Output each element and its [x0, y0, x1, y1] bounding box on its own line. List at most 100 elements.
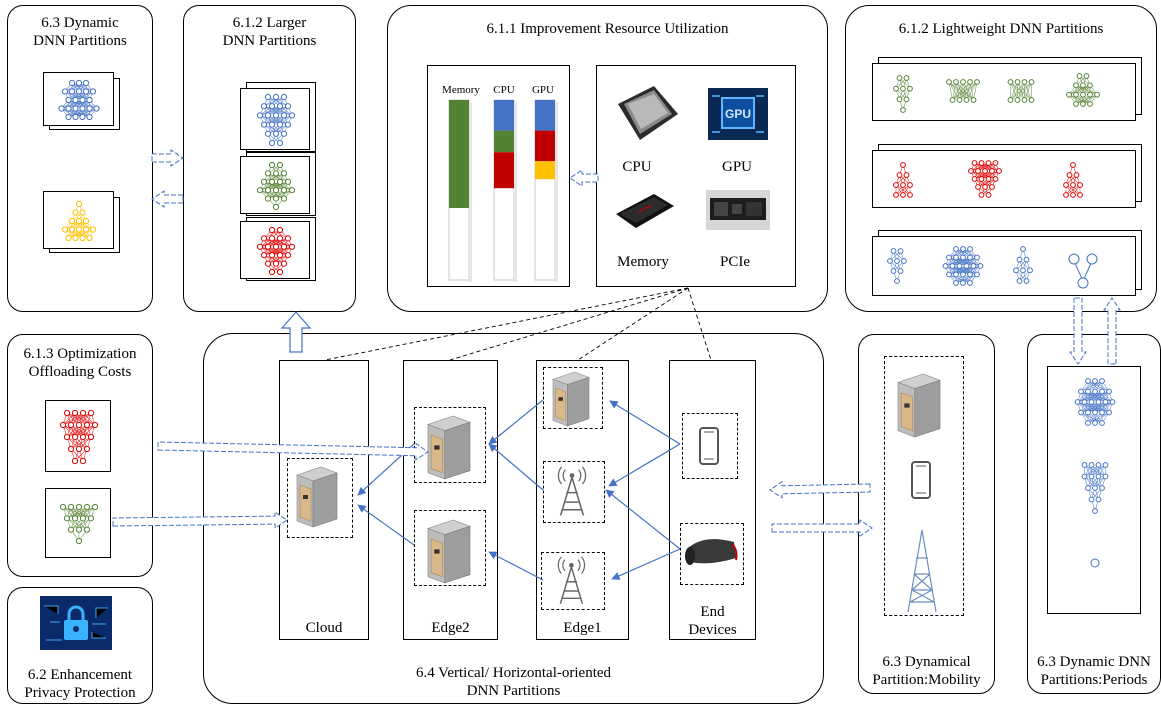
bar-segment: [494, 130, 514, 153]
red-network-icon: [893, 160, 1083, 198]
dashed-link: [687, 287, 712, 361]
dashed-link: [577, 287, 689, 361]
hardware-label-cpu: CPU: [622, 159, 652, 175]
blue-network-icon: [887, 246, 1098, 289]
neural-network-icon: [1074, 378, 1116, 426]
bar-segment: [535, 130, 555, 162]
mobility-devices-box: [884, 356, 964, 616]
lightweight-row-green: [872, 63, 1136, 121]
neural-network-icon: [1068, 253, 1098, 289]
periods-frame: [1047, 366, 1141, 614]
flow-arrow: [609, 400, 681, 445]
neural-network-icon: [256, 161, 296, 211]
edge1-server-box: [543, 367, 603, 429]
edge1-tower-box-mid: [543, 461, 605, 523]
hollow-arrow-right: [151, 149, 184, 167]
neural-network-icon: [893, 75, 913, 113]
bar-label-gpu: GPU: [531, 84, 554, 96]
neural-network-icon: [256, 226, 296, 276]
bar-label-cpu: CPU: [493, 84, 515, 96]
hollow-arrow-hardware: [569, 169, 599, 187]
edge2-server-icon: [427, 415, 471, 480]
flow-arrow: [488, 443, 544, 491]
tier-label-cloud: Cloud: [305, 620, 343, 636]
hollow-arrow-up: [280, 311, 312, 353]
red-network-icon: [256, 226, 296, 276]
dashed-link: [324, 287, 689, 361]
green-network-icon: [59, 503, 99, 545]
single-node-icon: [1090, 558, 1100, 568]
memory-module-icon: [616, 194, 674, 228]
neural-network-icon: [887, 248, 907, 284]
neural-network-icon: [1081, 462, 1109, 514]
flow-arrow: [605, 489, 681, 550]
green-network-icon: [256, 161, 296, 211]
neural-network-icon: [61, 200, 97, 242]
flow-arrow: [611, 548, 681, 580]
flow-arrow: [488, 551, 544, 581]
hollow-arrow-mobility-right: [771, 519, 873, 537]
bar-segment: [535, 161, 555, 180]
gpu-bar: [534, 99, 558, 282]
edge1-server-icon: [552, 371, 590, 427]
neural-network-icon: [968, 160, 1002, 198]
panel-title: 6.4 Vertical/ Horizontal-oriented DNN Pa…: [415, 665, 612, 699]
tier-cloud: Cloud: [279, 360, 369, 640]
panel-title: 6.3 Dynamic DNN Partitions: [33, 15, 127, 49]
edge2-server-box-top: [414, 407, 486, 483]
gpu-icon: GPU: [708, 88, 768, 140]
panel-title: 6.2 Enhancement Privacy Protection: [24, 667, 136, 701]
resource-bars: [448, 99, 558, 282]
edge1-tower-icon: [557, 466, 587, 516]
edge1-tower-icon: [557, 556, 586, 605]
lightweight-row-blue: [872, 236, 1136, 296]
neural-network-icon: [1013, 246, 1033, 284]
bar-segment: [449, 100, 469, 208]
yellow-network-icon: [61, 200, 97, 242]
neural-network-icon: [256, 93, 296, 147]
bar-label-memory: Memory: [442, 84, 480, 96]
panel-dynamic-partitions: 6.3 Dynamic DNN Partitions: [7, 5, 153, 312]
network-card-blue: [43, 72, 114, 126]
bar-segment: [494, 100, 514, 131]
periods-networks: [1074, 378, 1116, 568]
neural-network-icon: [59, 503, 99, 545]
hardware-label-gpu: GPU: [721, 159, 752, 175]
flow-arrow: [488, 399, 544, 445]
neural-network-icon: [59, 409, 99, 465]
flow-arrow: [608, 443, 681, 487]
neural-network-icon: [1007, 79, 1035, 103]
cloud-server-box: [287, 458, 353, 538]
network-card-yellow: [43, 191, 114, 249]
bar-segment: [494, 152, 514, 189]
lightweight-row-red: [872, 150, 1136, 208]
flow-arrow: [357, 504, 415, 546]
tier-label-edge2: Edge2: [431, 620, 470, 636]
panel-title: 6.1.1 Improvement Resource Utilization: [486, 21, 729, 37]
bar-segment: [535, 100, 555, 131]
dashed-link: [449, 287, 689, 361]
tier-label-end-devices: End Devices: [688, 604, 737, 638]
lock-circuit-icon: [40, 596, 112, 650]
hardware-label-pcie: PCIe: [720, 254, 750, 270]
panel-title: 6.3 Dynamical Partition:Mobility: [872, 654, 981, 688]
mobility-tower-icon: [907, 529, 937, 613]
neural-network-icon: [893, 162, 913, 198]
svg-text:GPU: GPU: [725, 107, 751, 121]
end-device-phone-icon: [699, 427, 719, 465]
neural-network-icon: [1063, 162, 1083, 198]
hollow-arrow-offload-green: [112, 511, 288, 530]
phone-box: [682, 413, 738, 479]
panel-title: 6.1.2 Lightweight DNN Partitions: [898, 21, 1104, 37]
network-card-red: [45, 400, 111, 472]
blue-network-icon: [256, 93, 296, 147]
network-card-blue: [240, 88, 310, 150]
cloud-server-icon: [296, 466, 338, 528]
neural-network-icon: [58, 79, 100, 121]
panel-title: 6.1.3 Optimization Offloading Costs: [23, 346, 137, 380]
edge1-tower-box-bottom: [541, 552, 605, 610]
cpu-bar: [493, 99, 517, 282]
headset-box: [680, 523, 744, 585]
vr-headset-icon: [685, 539, 738, 565]
